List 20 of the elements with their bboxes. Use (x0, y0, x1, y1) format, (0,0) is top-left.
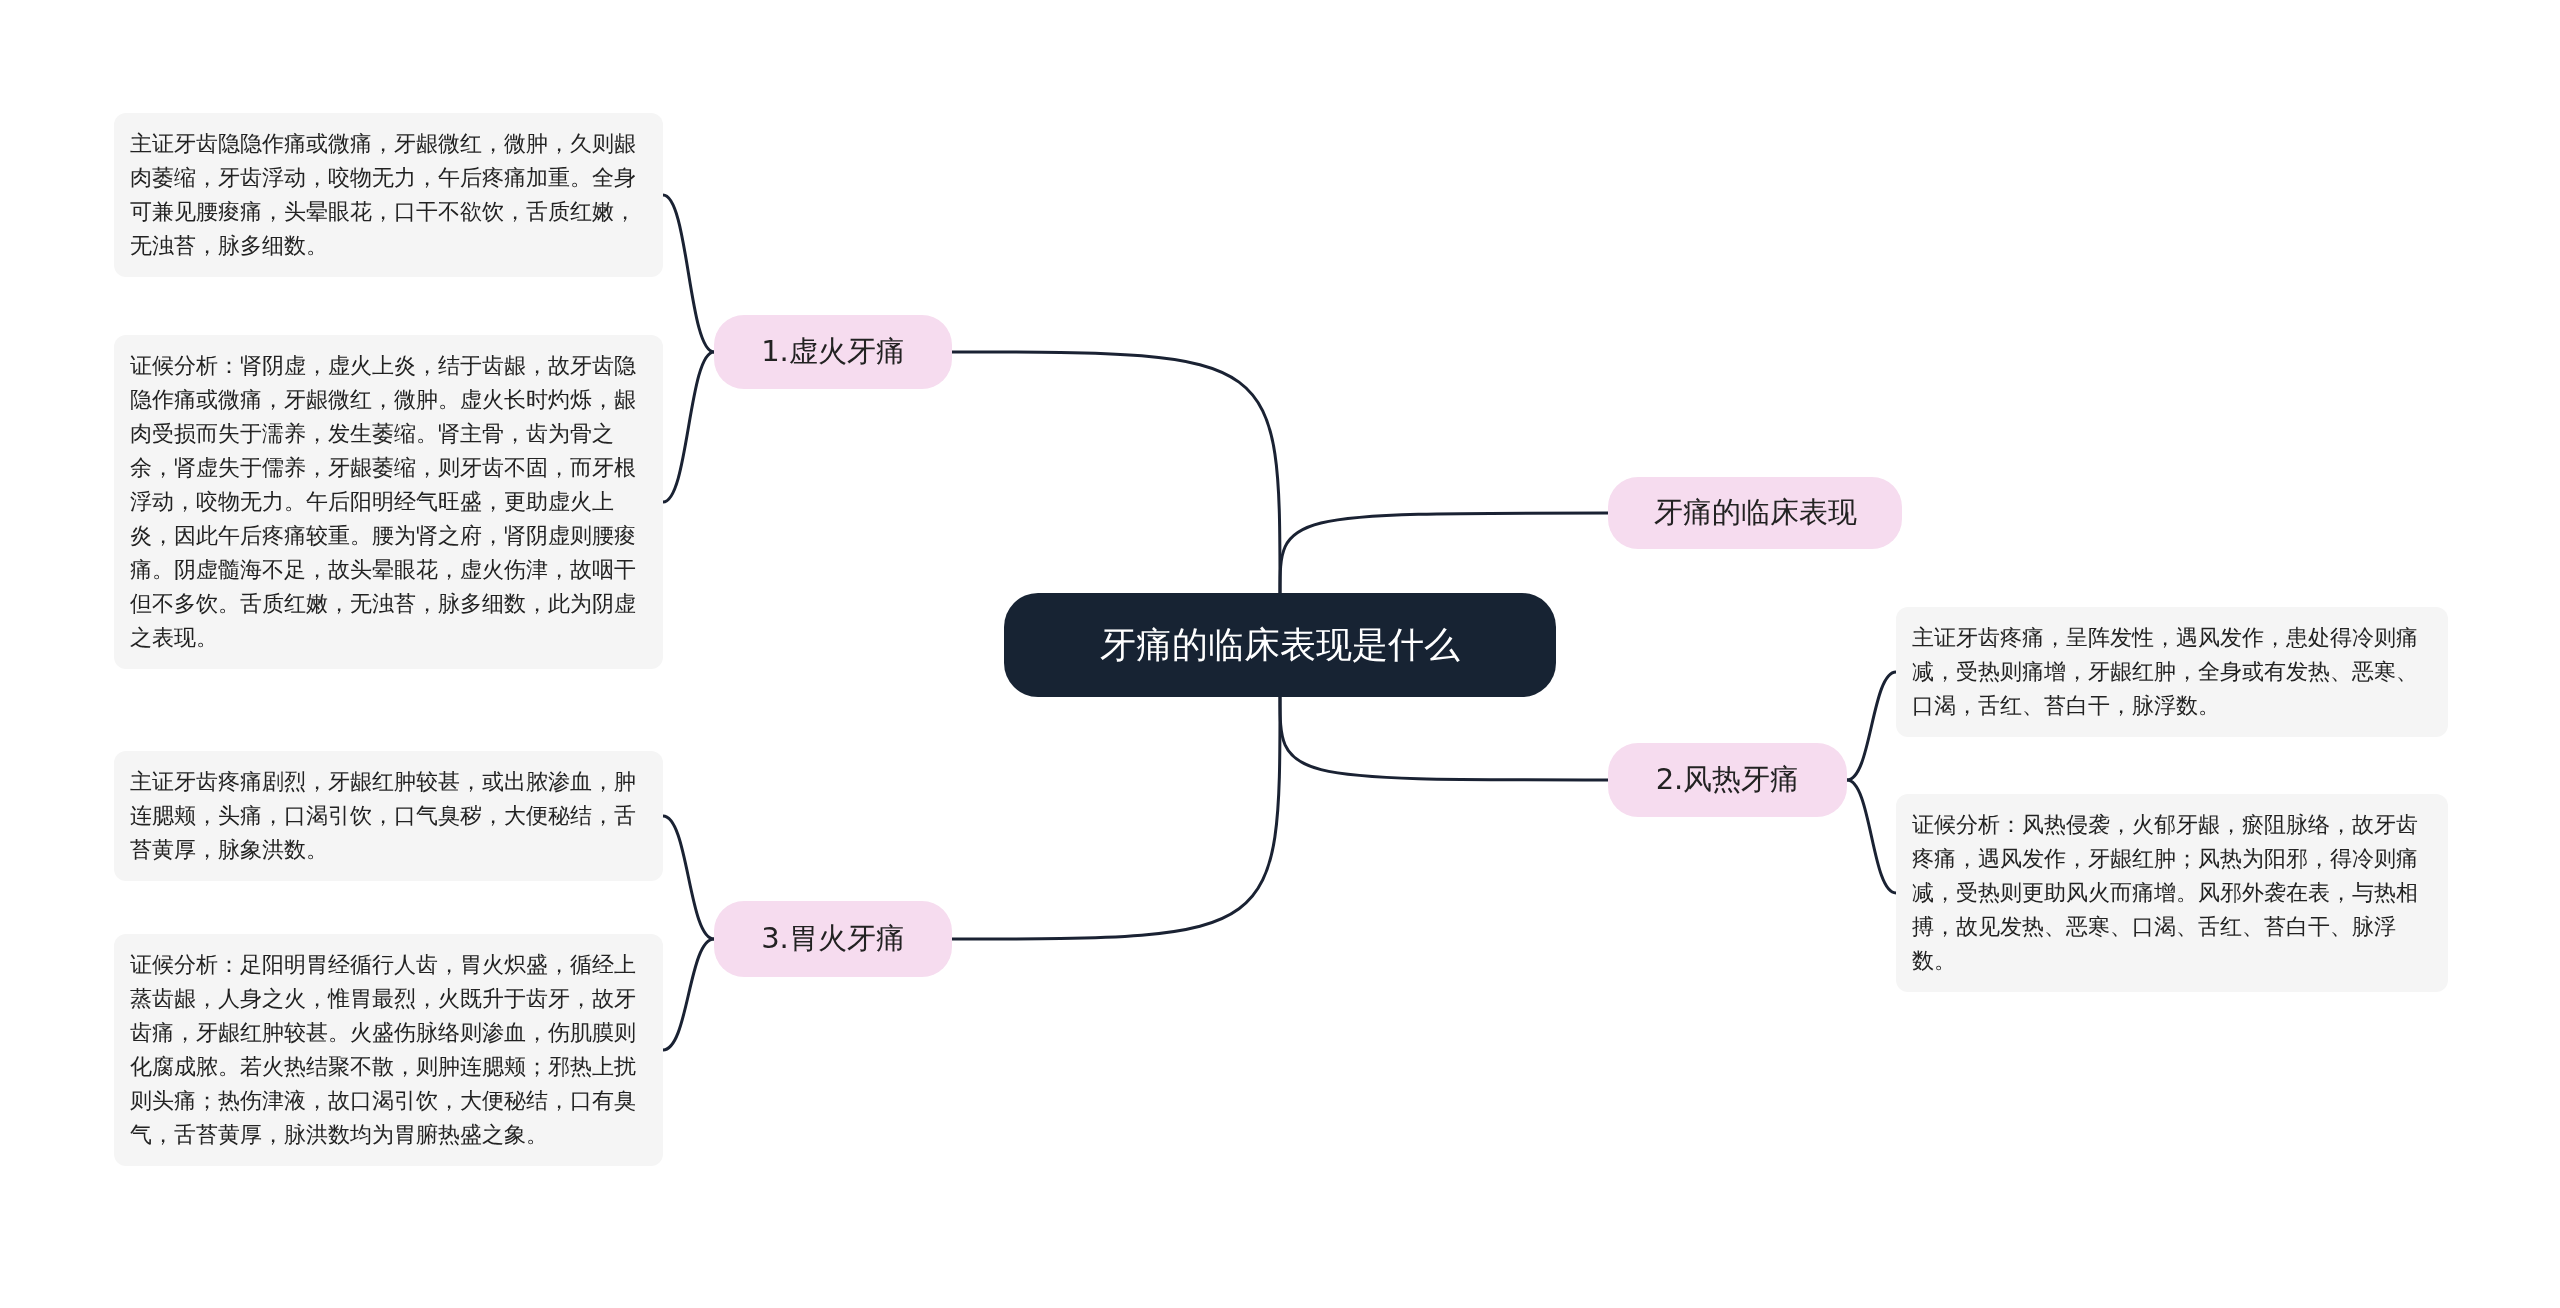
text-card: 主证牙齿疼痛剧烈，牙龈红肿较甚，或出脓渗血，肿连腮颊，头痛，口渴引饮，口气臭秽，大便秘结，舌苔黄厚，脉象洪数。 (114, 751, 663, 881)
connector-line (662, 937, 715, 1052)
topic-node: 牙痛的临床表现 (1608, 477, 1902, 549)
connector-line (662, 814, 715, 941)
connector-line (662, 350, 715, 504)
text-card: 主证牙齿疼痛，呈阵发性，遇风发作，患处得冷则痛减，受热则痛增，牙龈红肿，全身或有发热、恶寒、口渴，舌红、苔白干，脉浮数。 (1896, 607, 2448, 737)
topic-node: 3.胃火牙痛 (714, 901, 952, 977)
connector-line (1846, 670, 1897, 782)
connector-line (662, 193, 715, 354)
text-card: 证候分析：风热侵袭，火郁牙龈，瘀阻脉络，故牙齿疼痛，遇风发作，牙龈红肿；风热为阳邪，得冷则痛减，受热则更助风火而痛增。风邪外袭在表，与热相搏，故见发热、恶寒、口渴、舌红、苔白干、脉浮数。 (1896, 794, 2448, 992)
connector-line (952, 697, 1282, 941)
central-topic: 牙痛的临床表现是什么 (1004, 593, 1556, 697)
text-card: 证候分析：肾阴虚，虚火上炎，结于齿龈，故牙齿隐隐作痛或微痛，牙龈微红，微肿。虚火长时灼烁，龈肉受损而失于濡养，发生萎缩。肾主骨，齿为骨之余，肾虚失于儒养，牙龈萎缩，则牙齿不固，而牙根浮动，咬物无力。午后阳明经气旺盛，更助虚火上炎，因此午后疼痛较重。腰为肾之府，肾阴虚则腰痠痛。阴虚髓海不足，故头晕眼花，虚火伤津，故咽干但不多饮。舌质红嫩，无浊苔，脉多细数，此为阴虚之表现。 (114, 335, 663, 669)
connector-line (952, 350, 1282, 593)
connector-line (1278, 697, 1608, 782)
topic-node: 1.虚火牙痛 (714, 315, 952, 389)
text-card: 主证牙齿隐隐作痛或微痛，牙龈微红，微肿，久则龈肉萎缩，牙齿浮动，咬物无力，午后疼痛加重。全身可兼见腰痠痛，头晕眼花，口干不欲饮，舌质红嫩，无浊苔，脉多细数。 (114, 113, 663, 277)
connector-line (1846, 778, 1897, 895)
text-card: 证候分析：足阳明胃经循行人齿，胃火炽盛，循经上蒸齿龈，人身之火，惟胃最烈，火既升于齿牙，故牙齿痛，牙龈红肿较甚。火盛伤脉络则渗血，伤肌膜则化腐成脓。若火热结聚不散，则肿连腮颊；邪热上扰则头痛；热伤津液，故口渴引饮，大便秘结，口有臭气，舌苔黄厚，脉洪数均为胃腑热盛之象。 (114, 934, 663, 1166)
topic-node: 2.风热牙痛 (1608, 743, 1847, 817)
